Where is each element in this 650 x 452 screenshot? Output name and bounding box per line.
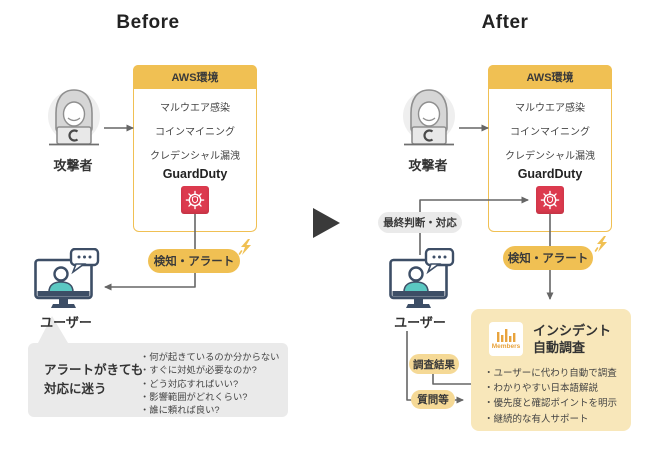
problem-speech-box: アラートがきても 対応に迷う ・何が起きているのか分からない ・すぐに対処が必要… (28, 343, 288, 417)
guardduty-label: GuardDuty (162, 167, 228, 181)
user-icon (389, 248, 455, 308)
question-badge: 質問等 (411, 390, 455, 409)
lightning-icon (594, 236, 607, 252)
problem-bullet: ・何が起きているのか分からない (140, 352, 280, 362)
attacker-label: 攻撃者 (53, 158, 93, 173)
attacker-icon (48, 89, 100, 146)
lightning-icon (238, 239, 251, 255)
problem-heading-line: 対応に迷う (44, 382, 107, 396)
guardduty-label: GuardDuty (517, 167, 583, 181)
problem-bullet: ・どう対応すればいい? (140, 378, 239, 389)
problem-bullet: ・誰に頼れば良い? (140, 405, 220, 416)
problem-bullet: ・すぐに対処が必要なのか? (140, 365, 257, 376)
before-title: Before (116, 12, 180, 33)
transition-arrow (313, 208, 340, 238)
attacker-label: 攻撃者 (408, 158, 448, 173)
solution-bullet: ・継続的な有人サポート (484, 413, 589, 425)
guardduty-icon (536, 186, 564, 214)
user-icon (34, 248, 100, 308)
speech-tail (38, 316, 68, 343)
problem-heading-line: アラートがきても (44, 363, 144, 377)
guardduty-icon (181, 186, 209, 214)
threat-item: マルウエア感染 (515, 103, 585, 114)
threat-item: クレデンシャル漏洩 (150, 151, 240, 162)
solution-bullet: ・わかりやすい日本語解説 (484, 383, 599, 395)
threat-item: コインマイニング (155, 127, 235, 138)
problem-heading: アラートがきても 対応に迷う (44, 361, 143, 399)
solution-bullet: ・ユーザーに代わり自動で調査 (484, 368, 617, 379)
detect-alert-badge: 検知・アラート (148, 249, 240, 273)
solution-bullet: ・優先度と確認ポイントを明示 (484, 398, 618, 410)
threat-item: マルウエア感染 (160, 103, 230, 114)
decision-badge: 最終判断・対応 (378, 212, 462, 233)
members-brand-label: Members (491, 343, 521, 350)
solution-title-line: 自動調査 (533, 340, 586, 355)
user-label: ユーザー (394, 315, 446, 330)
members-barchart-icon (497, 329, 516, 342)
solution-bullets: ・ユーザーに代わり自動で調査 ・わかりやすい日本語解説 ・優先度と確認ポイントを… (484, 366, 617, 427)
threat-item: クレデンシャル漏洩 (505, 151, 595, 162)
members-logo: Members (489, 322, 523, 356)
after-title: After (481, 12, 529, 33)
problem-bullets: ・何が起きているのか分からない ・すぐに対処が必要なのか? ・どう対応すればいい… (140, 351, 279, 417)
solution-box: Members インシデント 自動調査 ・ユーザーに代わり自動で調査 ・わかりや… (471, 309, 631, 431)
aws-box-header: AWS環境 (488, 65, 612, 89)
detect-alert-badge: 検知・アラート (503, 246, 593, 270)
solution-title-line: インシデント (533, 323, 612, 338)
threat-item: コインマイニング (510, 127, 590, 138)
user-label: ユーザー (40, 315, 92, 330)
solution-title: インシデント 自動調査 (533, 322, 611, 356)
attacker-icon (403, 89, 455, 146)
aws-box-header: AWS環境 (133, 65, 257, 89)
result-badge: 調査結果 (409, 354, 459, 374)
problem-bullet: ・影響範囲がどれくらい? (140, 391, 248, 402)
